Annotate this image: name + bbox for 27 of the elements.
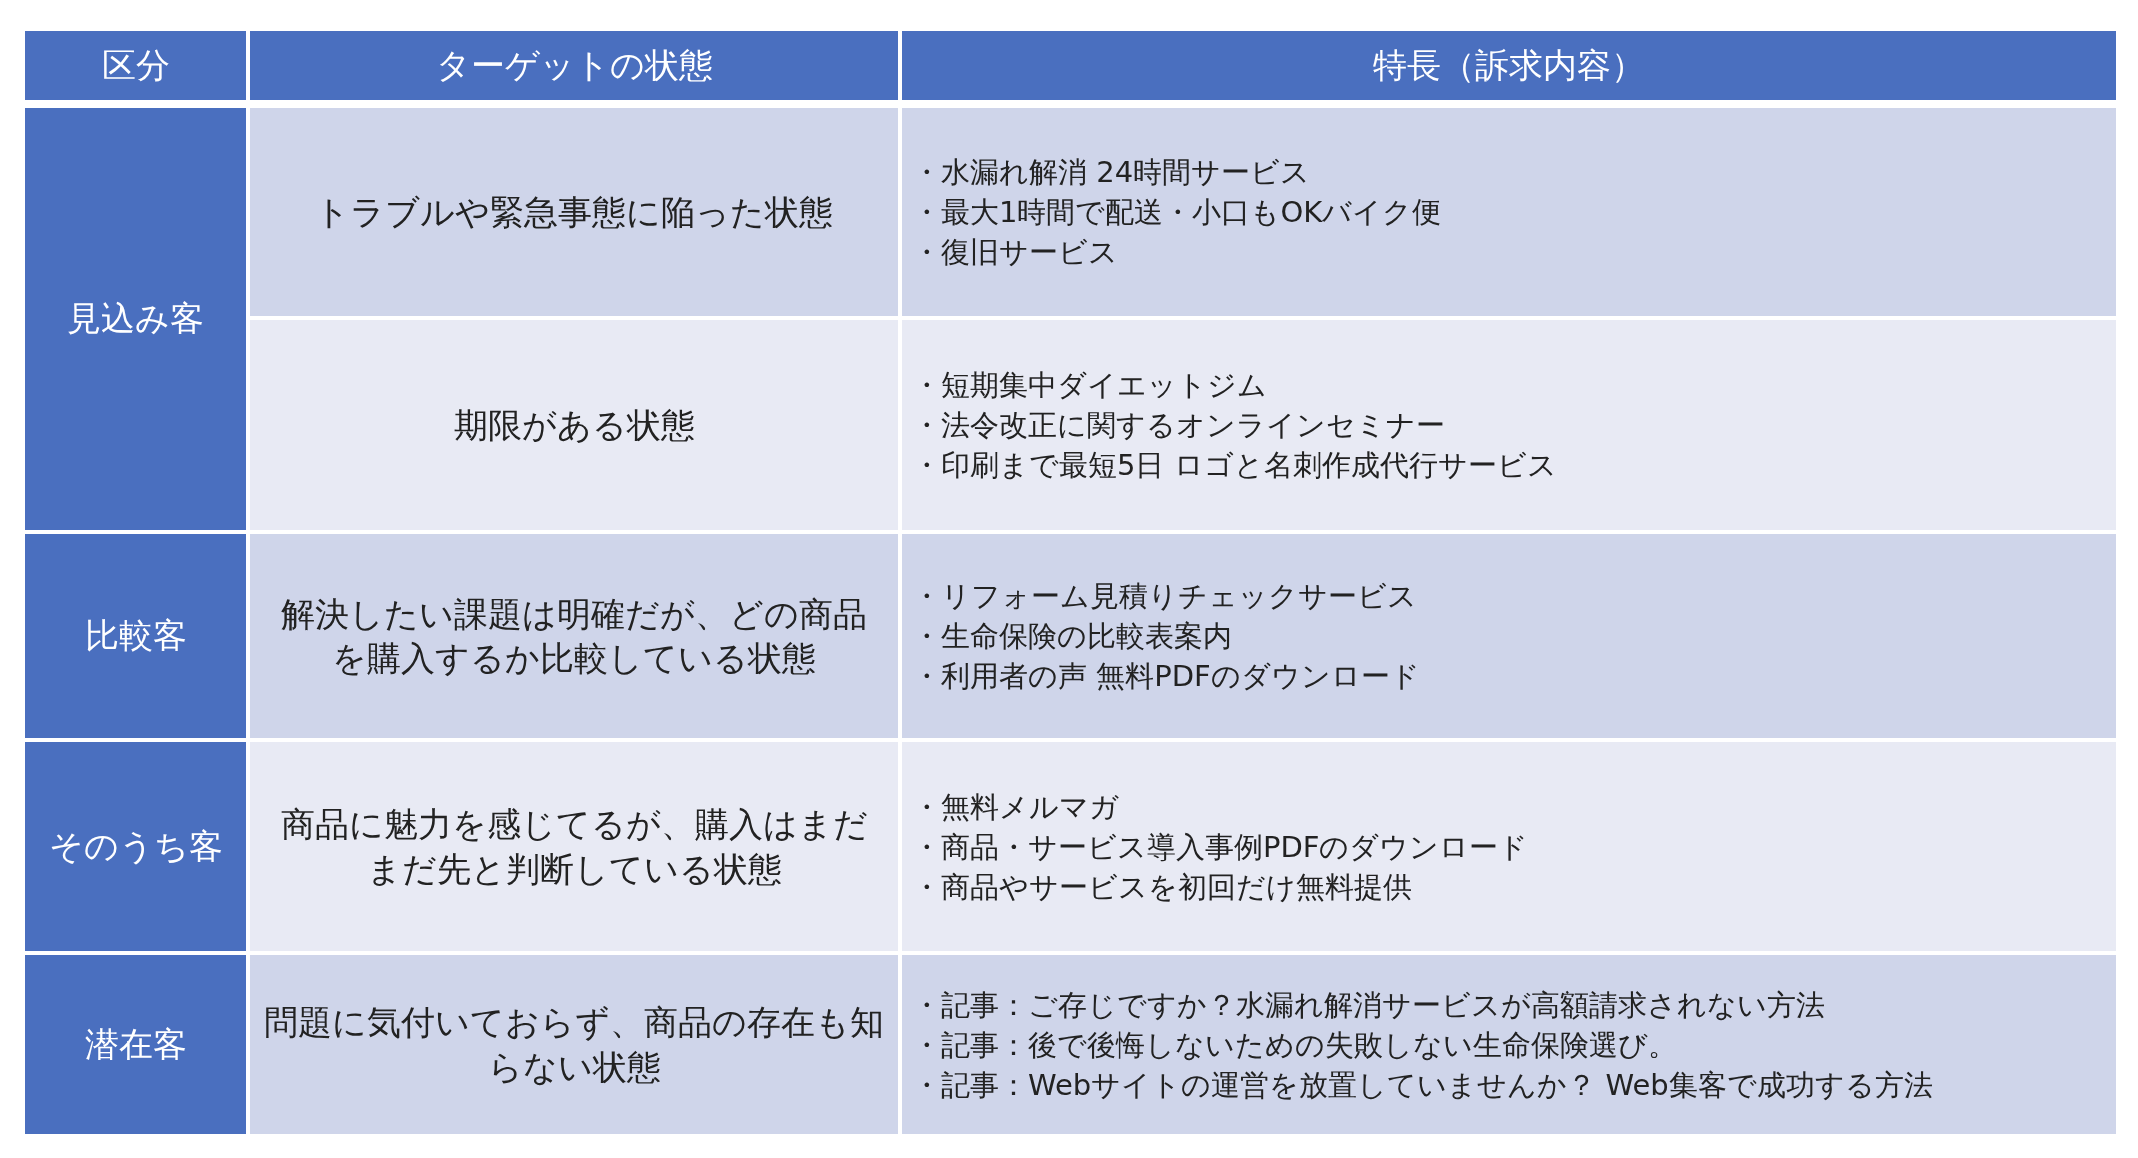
list-item: ・法令改正に関するオンラインセミナー	[912, 407, 1445, 444]
header-text: 特長（訴求内容）	[1373, 43, 1645, 87]
header-text: そのうち客	[48, 824, 223, 868]
list-item: ・最大1時間で配送・小口もOKバイク便	[912, 194, 1442, 231]
list-item: ・利用者の声 無料PDFのダウンロード	[912, 658, 1420, 695]
cell-text: 期限がある状態	[452, 403, 696, 447]
list-item: ・記事：Webサイトの運営を放置していませんか？ Web集客で成功する方法	[912, 1066, 1933, 1104]
list-item: ・商品やサービスを初回だけ無料提供	[912, 868, 1412, 906]
list-item: ・記事：後で後悔しないための失敗しない生命保険選び。	[912, 1026, 1677, 1064]
cell-text: 解決したい課題は明確だが、どの商品を購入するか比較している状態	[280, 592, 868, 680]
list-item: ・記事：ご存じですか？水漏れ解消サービスが高額請求されない方法	[912, 986, 1825, 1024]
header-text: 見込み客	[67, 297, 204, 340]
list-item: ・リフォーム見積りチェックサービス	[912, 578, 1417, 615]
header-text: ターゲットの状態	[435, 43, 713, 87]
list-item: ・生命保険の比較表案内	[912, 618, 1232, 655]
list-item: ・短期集中ダイエットジム	[912, 367, 1267, 404]
list-item: ・無料メルマガ	[912, 788, 1119, 826]
list-item: ・商品・サービス導入事例PDFのダウンロード	[912, 828, 1529, 866]
cell-text: 商品に魅力を感じてるが、購入はまだまだ先と判断している状態	[279, 803, 869, 891]
header-text: 区分	[101, 43, 170, 87]
list-item: ・水漏れ解消 24時間サービス	[912, 154, 1311, 191]
header-text: 比較客	[84, 614, 187, 657]
cell-text: 問題に気付いておらず、商品の存在も知らない状態	[263, 1001, 885, 1089]
list-item: ・印刷まで最短5日 ロゴと名刺作成代行サービス	[912, 447, 1557, 484]
cell-text: トラブルや緊急事態に陥った状態	[314, 190, 834, 234]
list-item: ・復旧サービス	[912, 234, 1118, 271]
header-text: 潜在客	[84, 1022, 187, 1066]
